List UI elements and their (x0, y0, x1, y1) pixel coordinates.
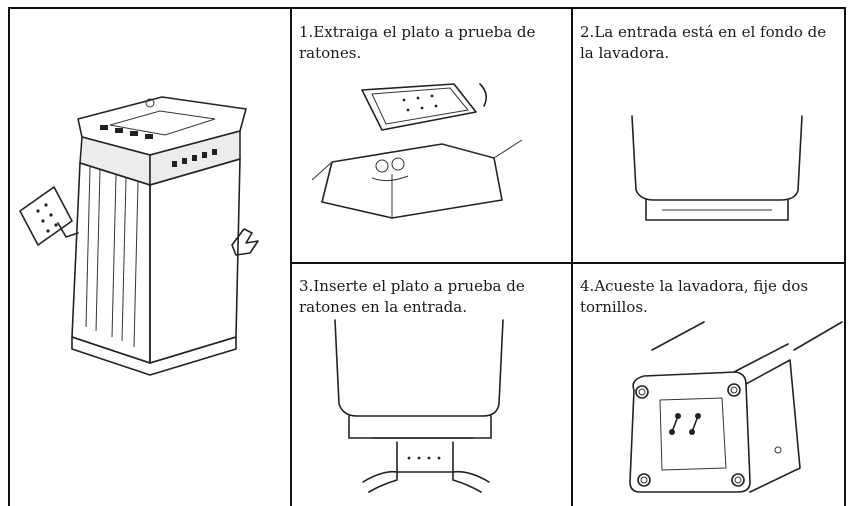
step-2-number: 2. (580, 23, 595, 41)
step-2-text: La entrada está en el fondo de la lavado… (580, 23, 827, 62)
washing-machine-illustration (19, 96, 259, 376)
step-1-caption: 1.Extraiga el plato a prueba de ratones. (299, 22, 561, 64)
step-2-illustration (631, 115, 803, 221)
step-3-number: 3. (299, 277, 314, 295)
step-4-text: Acueste la lavadora, fije dos tornillos. (580, 277, 809, 316)
step-4-illustration (629, 321, 843, 493)
step-1-text: Extraiga el plato a prueba de ratones. (299, 23, 536, 62)
column-divider-2 (571, 7, 573, 506)
step-3-illustration (334, 319, 504, 493)
table-border-right (844, 7, 846, 506)
step-4-caption: 4.Acueste la lavadora, fije dos tornillo… (580, 276, 842, 318)
step-1-illustration (311, 83, 523, 219)
table-border-left (8, 7, 10, 506)
column-divider-1 (290, 7, 292, 506)
step-3-text: Inserte el plato a prueba de ratones en … (299, 277, 525, 316)
table-border-top (8, 7, 846, 9)
row-divider (290, 262, 846, 264)
step-1-number: 1. (299, 23, 314, 41)
screw-icon (669, 413, 681, 435)
step-4-number: 4. (580, 277, 595, 295)
screw-icon (689, 413, 701, 435)
step-3-caption: 3.Inserte el plato a prueba de ratones e… (299, 276, 561, 318)
step-2-caption: 2.La entrada está en el fondo de la lava… (580, 22, 842, 64)
